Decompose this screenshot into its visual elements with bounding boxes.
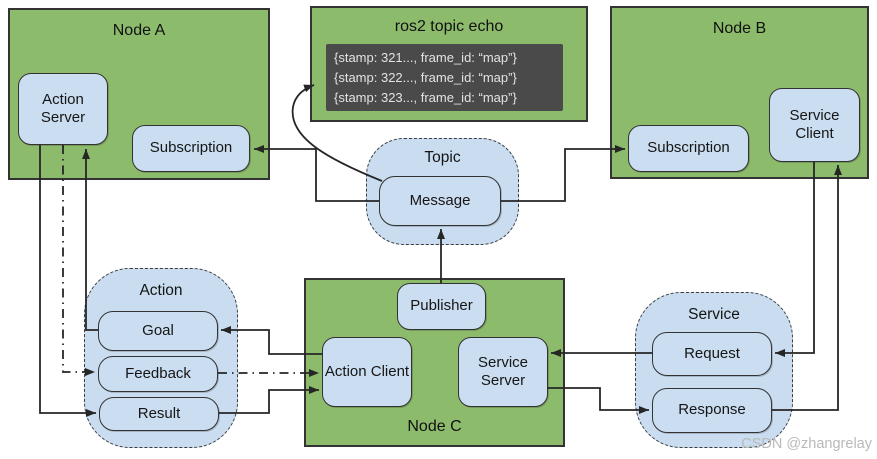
publisher-box: Publisher xyxy=(397,283,486,330)
service-client-box: Service Client xyxy=(769,88,860,162)
response-box: Response xyxy=(652,388,772,433)
echo-line-2: {stamp: 322..., frame_id: “map”} xyxy=(334,70,517,85)
echo-line-3: {stamp: 323..., frame_id: “map”} xyxy=(334,90,517,105)
ros2-topic-echo-title: ros2 topic echo xyxy=(394,18,504,35)
action-client-box: Action Client xyxy=(322,337,412,407)
service-title: Service xyxy=(688,306,740,323)
echo-terminal: {stamp: 321..., frame_id: “map”} {stamp:… xyxy=(326,44,563,111)
goal-box: Goal xyxy=(98,311,218,351)
message-box: Message xyxy=(379,176,501,226)
action-server-box: Action Server xyxy=(18,73,108,145)
request-box: Request xyxy=(652,332,772,376)
service-server-box: Service Server xyxy=(458,337,548,407)
feedback-box: Feedback xyxy=(98,356,218,392)
arrow-message-to-node-a-subscription xyxy=(254,145,379,202)
ros2-topic-echo-box: ros2 topic echo {stamp: 321..., frame_id… xyxy=(310,6,588,122)
topic-title: Topic xyxy=(424,149,461,166)
action-title: Action xyxy=(139,282,183,299)
node-a-subscription-box: Subscription xyxy=(132,125,250,172)
result-box: Result xyxy=(99,397,219,431)
node-c-title: Node C xyxy=(407,418,462,435)
node-a-title: Node A xyxy=(112,22,166,39)
watermark: CSDN @zhangrelay xyxy=(741,436,872,452)
echo-line-1: {stamp: 321..., frame_id: “map”} xyxy=(334,50,517,65)
arrow-message-to-node-b-subscription xyxy=(501,145,625,202)
node-b-subscription-box: Subscription xyxy=(628,125,749,172)
node-b-title: Node B xyxy=(712,20,767,37)
